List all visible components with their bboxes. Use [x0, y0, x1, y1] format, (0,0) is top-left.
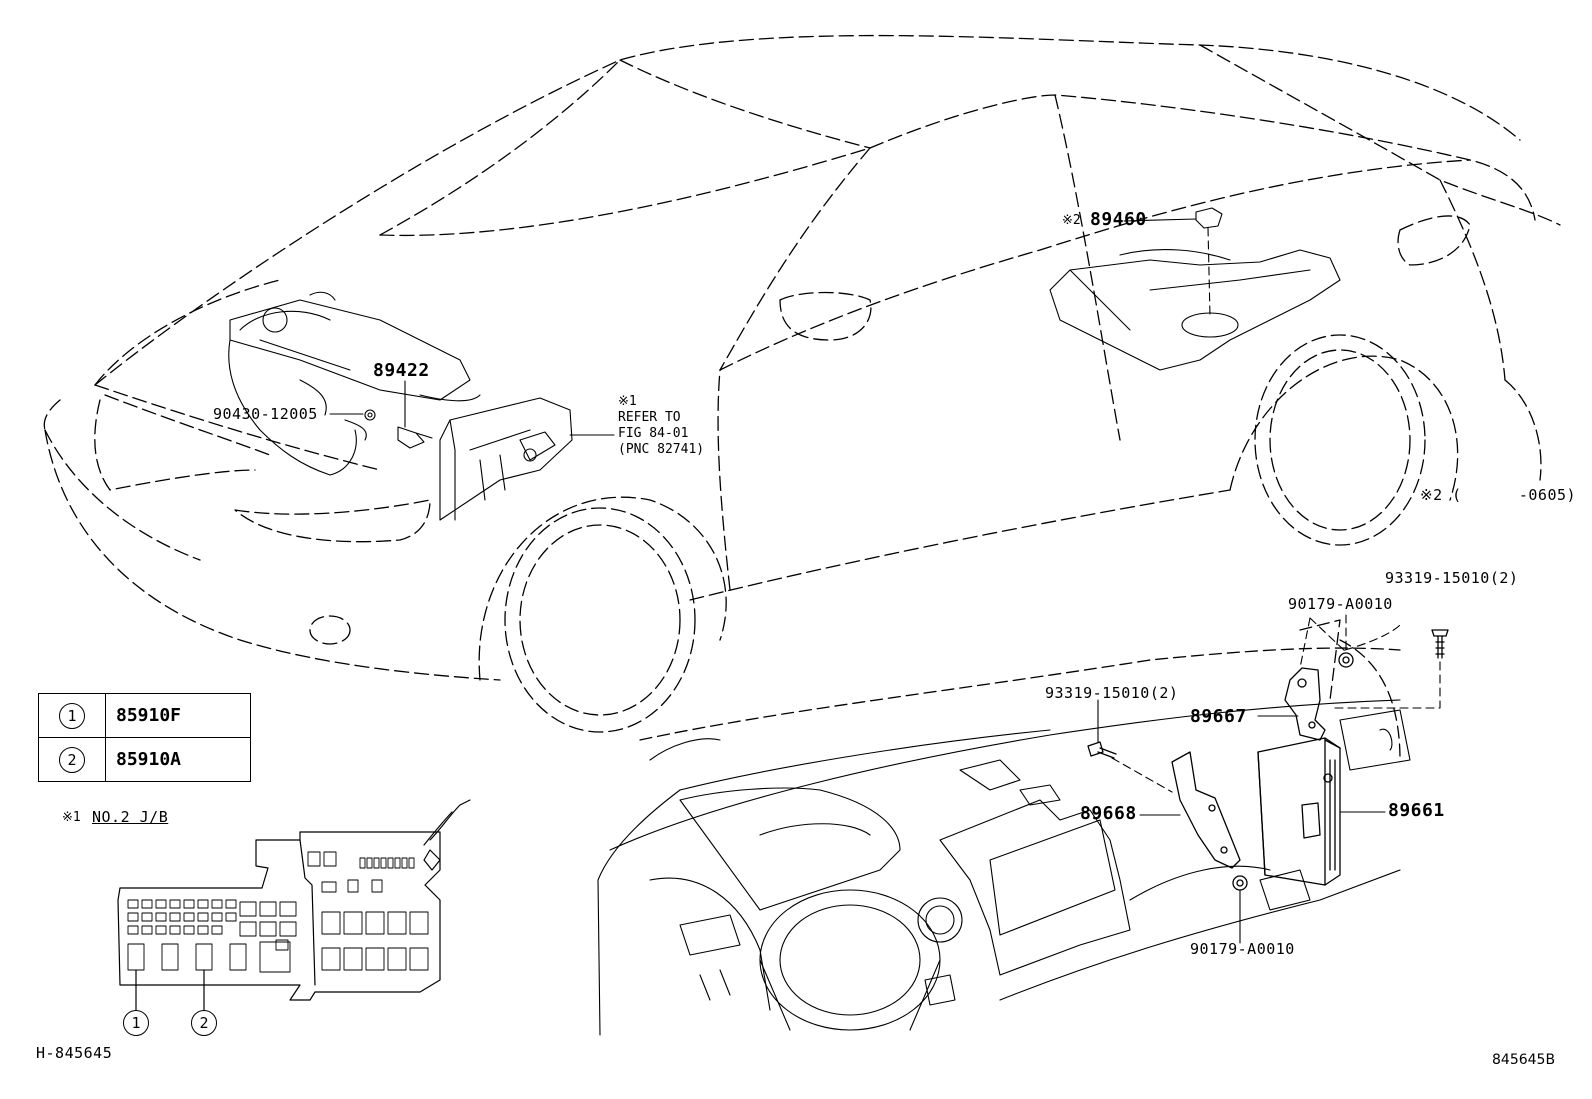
part-number-89667: 89667	[1190, 706, 1247, 727]
legend-marker: 2	[59, 746, 85, 773]
part-number-89422: 89422	[373, 360, 430, 381]
legend-marker: 1	[59, 702, 85, 729]
legend-part-number: 85910F	[105, 693, 251, 738]
part-number-89668: 89668	[1080, 803, 1137, 824]
refer-note-mark: ※1	[618, 394, 637, 409]
junction-box-detail	[117, 799, 471, 1011]
part-number-89661: 89661	[1388, 800, 1445, 821]
legend-part-number: 85910A	[105, 737, 251, 782]
part-number-90179-a0010-top: 90179-A0010	[1288, 595, 1393, 613]
phantom-leaders	[1111, 227, 1441, 793]
fuel-tank-assembly	[1049, 207, 1341, 371]
jb-marker-2: 2	[191, 1010, 217, 1036]
part-number-89460: 89460	[1090, 209, 1147, 230]
refer-note-line3: (PNC 82741)	[618, 442, 705, 457]
refer-note-line2: FIG 84-01	[618, 426, 689, 441]
legend-row: 1 85910F	[38, 693, 251, 738]
jb-note-text: NO.2 J/B	[92, 808, 169, 826]
part-number-90179-a0010-bottom: 90179-A0010	[1190, 940, 1295, 958]
note2-range: ※2 ( -0605)	[1420, 486, 1577, 504]
part-number-90430-12005: 90430-12005	[213, 405, 318, 423]
car-body-outline	[43, 34, 1561, 733]
ecu-assembly	[1087, 629, 1449, 891]
jb-note-mark: ※1	[62, 810, 81, 825]
fuse-legend-table: 1 85910F 2 85910A	[38, 693, 251, 782]
illustration-id-left: H-845645	[36, 1044, 113, 1062]
part-number-93319-15010-right: 93319-15010(2)	[1385, 569, 1519, 587]
refer-note-line1: REFER TO	[618, 410, 681, 425]
leader-lines	[329, 218, 1386, 944]
dashboard-interior	[597, 699, 1411, 1036]
illustration-id-right: 845645B	[1492, 1052, 1556, 1068]
engine-bay	[228, 291, 573, 521]
jb-marker-1: 1	[123, 1010, 149, 1036]
part-number-93319-15010-left: 93319-15010(2)	[1045, 684, 1179, 702]
note2-mark: ※2	[1062, 213, 1081, 228]
legend-row: 2 85910A	[38, 737, 251, 782]
dashboard-phantom	[639, 619, 1401, 761]
